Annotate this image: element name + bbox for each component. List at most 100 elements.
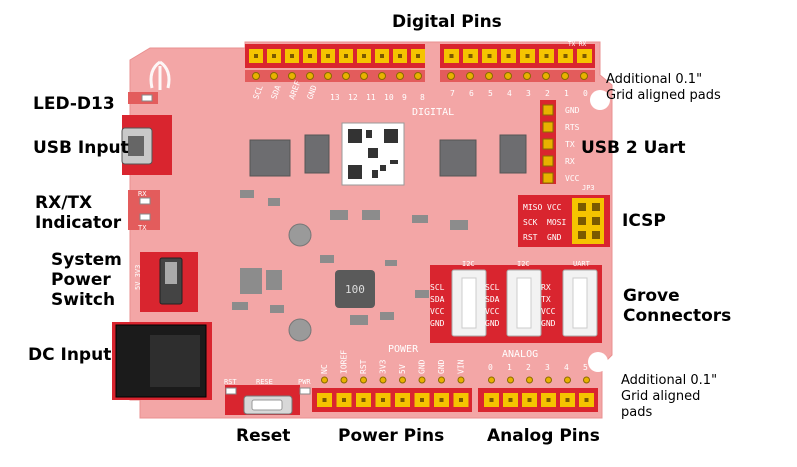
rx-led <box>139 197 151 205</box>
digital-left-hole <box>362 54 366 58</box>
digital-left-hole <box>380 54 384 58</box>
digital-pin-label: 2 <box>545 89 550 98</box>
power-socket-hole <box>381 398 385 402</box>
digital-pin-label: 8 <box>420 93 425 102</box>
analog-pad <box>507 376 514 384</box>
digital-pin-label: 12 <box>348 93 358 102</box>
analog-pin-label: 4 <box>564 363 569 372</box>
grove-title: I2C <box>462 260 475 268</box>
digital-pin-label: 4 <box>507 89 512 98</box>
analog-socket-hole <box>508 398 513 402</box>
digital-left-hole <box>254 54 258 58</box>
label-analog-pins: Analog Pins <box>487 426 600 446</box>
rst-label: RST <box>224 378 237 386</box>
grove-pin-label: SDA <box>485 295 500 304</box>
rst-led <box>225 387 237 395</box>
inductor-label: 100 <box>345 283 365 296</box>
grove-pin-label: SCL <box>485 283 500 292</box>
label-grove-connectors: Grove Connectors <box>623 286 732 326</box>
digital-left-hole <box>344 54 348 58</box>
grove-title: UART <box>573 260 591 268</box>
digital-pad <box>324 72 332 80</box>
chip-2 <box>304 134 330 174</box>
digital-pad <box>252 72 260 80</box>
seeed-logo <box>149 60 171 90</box>
qr-pattern <box>348 129 398 179</box>
tx-rx-top-label: TX RX <box>568 41 586 48</box>
analog-section-label: ANALOG <box>502 349 538 360</box>
digital-pin-label: 1 <box>564 89 569 98</box>
grove-pin-label: VCC <box>430 307 445 316</box>
grove-pin-label: GND <box>485 319 500 328</box>
digital-pin-label: 0 <box>583 89 588 98</box>
analog-pin-label: 3 <box>545 363 550 372</box>
digital-right-hole <box>487 54 492 58</box>
chip-3 <box>499 134 527 174</box>
grove-connector-slot <box>461 277 477 329</box>
label-usb-2-uart: USB 2 Uart <box>581 138 686 158</box>
digital-right-hole <box>468 54 473 58</box>
dc-jack-face <box>150 335 200 387</box>
grove-pin-label: SCL <box>430 283 445 292</box>
digital-pad <box>561 72 569 80</box>
digital-header-right <box>444 49 592 63</box>
analog-pin-label: 2 <box>526 363 531 372</box>
analog-pin-label: 5 <box>583 363 588 372</box>
digital-pin-label: 11 <box>366 93 376 102</box>
usb-port-opening <box>128 136 144 156</box>
digital-pin-label: 7 <box>450 89 455 98</box>
main-chip <box>249 139 291 177</box>
analog-socket-hole <box>565 398 570 402</box>
power-pin-label: GND <box>418 359 427 374</box>
digital-pin-label: 13 <box>330 93 340 102</box>
digital-left-hole <box>272 54 276 58</box>
analog-pin-label: 0 <box>488 363 493 372</box>
digital-pad <box>447 72 455 80</box>
digital-pin-label: 3 <box>526 89 531 98</box>
uart-chip <box>439 139 477 177</box>
power-section-label: POWER <box>388 344 419 355</box>
digital-left-hole <box>326 54 330 58</box>
grove-pin-label: VCC <box>485 307 500 316</box>
label-system-power-switch: System Power Switch <box>51 250 122 310</box>
analog-pad <box>564 376 571 384</box>
pwr-led <box>299 387 311 395</box>
uart-pad-label: GND <box>565 106 580 115</box>
power-socket-hole <box>342 398 346 402</box>
digital-pad <box>542 72 550 80</box>
analog-socket-hole <box>546 398 551 402</box>
icsp-pin <box>578 217 586 225</box>
power-pad <box>360 376 367 384</box>
mounting-hole <box>288 318 312 342</box>
jp3-label: JP3 <box>582 184 595 192</box>
power-pad <box>399 376 406 384</box>
digital-pad <box>504 72 512 80</box>
digital-right-hole <box>506 54 511 58</box>
icsp-pin-label: MISO <box>523 203 542 212</box>
uart-pad-label: VCC <box>565 174 580 183</box>
power-pin-label: GND <box>437 359 446 374</box>
label-reset: Reset <box>236 426 291 446</box>
digital-pin-label: 6 <box>469 89 474 98</box>
analog-pad <box>526 376 533 384</box>
power-socket-hole <box>420 398 424 402</box>
digital-pad <box>523 72 531 80</box>
power-socket-hole <box>361 398 366 402</box>
uart-pad <box>542 172 554 184</box>
power-socket-hole <box>459 398 463 402</box>
digital-section-label: DIGITAL <box>412 107 454 118</box>
mounting-hole <box>590 90 610 110</box>
power-pad <box>340 376 348 384</box>
digital-right-hole <box>563 54 568 58</box>
analog-pad <box>545 376 552 384</box>
grove-pin-label: GND <box>541 319 556 328</box>
uart-pad-label: TX <box>565 140 575 149</box>
digital-right-hole <box>525 54 530 58</box>
digital-header-left <box>249 49 425 63</box>
icsp-pin-label: GND <box>547 233 562 242</box>
icsp-pin-label: VCC <box>547 203 562 212</box>
power-pad <box>418 376 426 384</box>
power-pad <box>438 376 445 384</box>
power-pin-label: VIN <box>457 359 466 374</box>
grove-connector-slot <box>572 277 588 329</box>
